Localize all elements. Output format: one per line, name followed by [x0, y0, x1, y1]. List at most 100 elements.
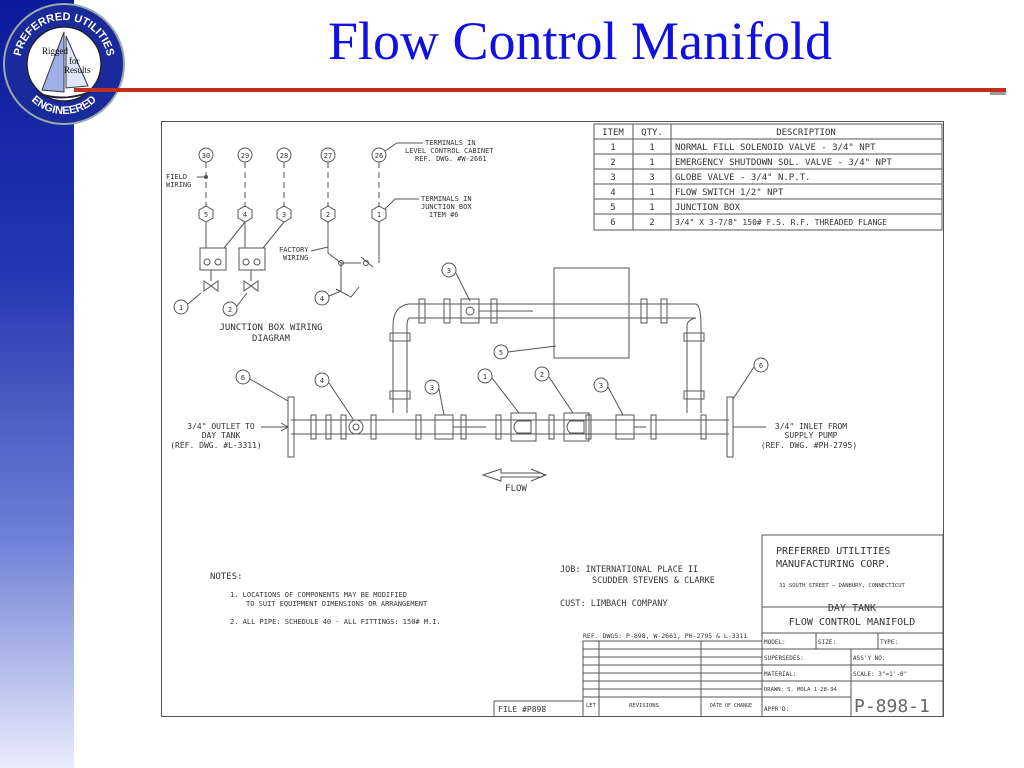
- outlet-note: (REF. DWG. #L-3311): [170, 441, 262, 450]
- title-divider: [74, 88, 1006, 92]
- junction-box: [553, 267, 630, 359]
- rev-let: LET: [586, 703, 597, 709]
- page-title: Flow Control Manifold: [327, 11, 832, 71]
- tb-drawn: DRAWN: S. MOLA 1-28-94: [764, 687, 838, 693]
- sidebar-gradient: [0, 0, 74, 768]
- flow-label: FLOW: [505, 484, 527, 494]
- terminal-label: 27: [324, 152, 332, 160]
- tb-assy: ASS'Y NO.: [853, 655, 886, 662]
- company-name: MANUFACTURING CORP.: [776, 559, 890, 570]
- globe-valve-left: [434, 414, 454, 440]
- bom-cell: 6: [610, 218, 615, 228]
- bom-cell: 1: [649, 158, 654, 168]
- note-line: 2. ALL PIPE: SCHEDULE 40 - ALL FITTINGS:…: [230, 618, 441, 626]
- callout-2: [222, 301, 238, 317]
- bom-header-description: DESCRIPTION: [776, 128, 836, 138]
- solenoid-box-2: [238, 247, 266, 271]
- notes-heading: NOTES:: [210, 572, 243, 582]
- callout-4-main: [314, 372, 330, 388]
- callout-label: 5: [499, 349, 503, 357]
- engineering-drawing: ITEM QTY. DESCRIPTION 1 1 NORMAL FILL SO…: [161, 121, 944, 717]
- callout-4: [314, 290, 330, 306]
- bom-cell: 4: [610, 188, 615, 198]
- junction-note: TERMINALS IN: [421, 195, 472, 203]
- bom-cell: 3: [610, 173, 615, 183]
- solenoid-box-1: [199, 247, 227, 271]
- wiring-diagram: 30 29 28 27 26 FIELD WIRING 5 4 3 2 1: [166, 139, 494, 344]
- logo-rigged: Rigged: [42, 46, 68, 56]
- bom-cell: JUNCTION BOX: [675, 203, 741, 213]
- callout-3-left: [424, 379, 440, 395]
- bom-cell: 3: [649, 173, 654, 183]
- callout-label: 1: [483, 373, 487, 381]
- wiring-caption: JUNCTION BOX WIRING: [220, 323, 323, 333]
- wiring-caption: DIAGRAM: [252, 334, 291, 344]
- rev-revisions: REVISIONS: [629, 703, 659, 709]
- cabinet-note: LEVEL CONTROL CABINET: [405, 147, 494, 155]
- callout-3-upper: [441, 262, 457, 278]
- valve-symbol: [203, 280, 219, 292]
- callout-label: 1: [179, 304, 183, 312]
- valve-symbol: [243, 280, 259, 292]
- terminal-label: 3: [282, 211, 286, 219]
- junction-terminals: [198, 205, 387, 223]
- bom-cell: 1: [649, 143, 654, 153]
- terminal-label: 29: [241, 152, 249, 160]
- globe-valve-right: [615, 414, 635, 440]
- tb-apprd: APPR'D:: [764, 706, 789, 713]
- callout-label: 4: [320, 295, 324, 303]
- file-number: FILE #P898: [498, 705, 546, 714]
- bom-cell: 1: [610, 143, 615, 153]
- solenoid-valve-2: [563, 412, 590, 442]
- logo-for: for: [69, 56, 80, 66]
- terminal-label: 5: [204, 211, 208, 219]
- bom-cell: 2: [649, 218, 654, 228]
- cabinet-note: REF. DWG. #W-2661: [415, 155, 487, 163]
- factory-wiring-label: FACTORY: [279, 246, 309, 254]
- tb-material: MATERIAL:: [764, 671, 797, 678]
- callout-2-main: [534, 366, 550, 382]
- factory-wiring-label: WIRING: [283, 254, 308, 262]
- field-wiring-label: WIRING: [166, 181, 191, 189]
- field-wiring-label: FIELD: [166, 173, 187, 181]
- job-info: JOB: INTERNATIONAL PLACE II SCUDDER STEV…: [560, 565, 715, 609]
- bom-cell: NORMAL FILL SOLENOID VALVE - 3/4" NPT: [675, 143, 876, 153]
- drawing-number: P-898-1: [854, 696, 930, 717]
- terminal-label: 26: [375, 152, 383, 160]
- solenoid-valve-1: [510, 412, 537, 442]
- tb-model: MODEL:: [764, 639, 786, 646]
- callout-6-left: [235, 369, 251, 385]
- tb-supersedes: SUPERSEDES:: [764, 655, 804, 662]
- company-name: PREFERRED UTILITIES: [776, 546, 890, 557]
- title-divider-shadow: [990, 92, 1006, 95]
- bom-cell: FLOW SWITCH 1/2" NPT: [675, 188, 784, 198]
- rev-date: DATE OF CHANGE: [710, 703, 752, 709]
- terminal-label: 4: [243, 211, 247, 219]
- company-address: 31 SOUTH STREET — DANBURY, CONNECTICUT: [779, 583, 906, 589]
- ref-dwgs: REF. DWGS: P-898, W-2661, PH-2795 & L-33…: [583, 632, 747, 640]
- inlet-note: (REF. DWG. #PH-2795): [761, 441, 857, 450]
- outlet-note: DAY TANK: [202, 431, 241, 440]
- job-line2: SCUDDER STEVENS & CLARKE: [592, 576, 715, 586]
- drawing-title: FLOW CONTROL MANIFOLD: [789, 617, 915, 628]
- callout-6-right: [753, 357, 769, 373]
- inlet-note: 3/4" INLET FROM: [775, 422, 847, 431]
- flange-inlet: [726, 396, 734, 458]
- callout-label: 2: [228, 306, 232, 314]
- job-label: JOB: INTERNATIONAL PLACE II: [560, 565, 698, 575]
- tb-size: SIZE:: [818, 639, 836, 646]
- callout-label: 3: [447, 267, 451, 275]
- cabinet-note: TERMINALS IN: [425, 139, 476, 147]
- callout-label: 6: [241, 374, 245, 382]
- junction-note: ITEM #6: [429, 211, 459, 219]
- tb-scale: SCALE: 3"=1'-0": [853, 671, 907, 678]
- bom-cell: EMERGENCY SHUTDOWN SOL. VALVE - 3/4" NPT: [675, 158, 892, 168]
- outlet-note: 3/4" OUTLET TO: [187, 422, 255, 431]
- bom-header-qty: QTY.: [641, 128, 663, 138]
- title-block: PREFERRED UTILITIES MANUFACTURING CORP. …: [493, 534, 944, 717]
- terminal-label: 30: [202, 152, 210, 160]
- flow-switch: [348, 419, 364, 435]
- inlet-note: SUPPLY PUMP: [785, 431, 838, 440]
- bom-cell: 2: [610, 158, 615, 168]
- note-line: TO SUIT EQUIPMENT DIMENSIONS OR ARRANGEM…: [246, 600, 428, 608]
